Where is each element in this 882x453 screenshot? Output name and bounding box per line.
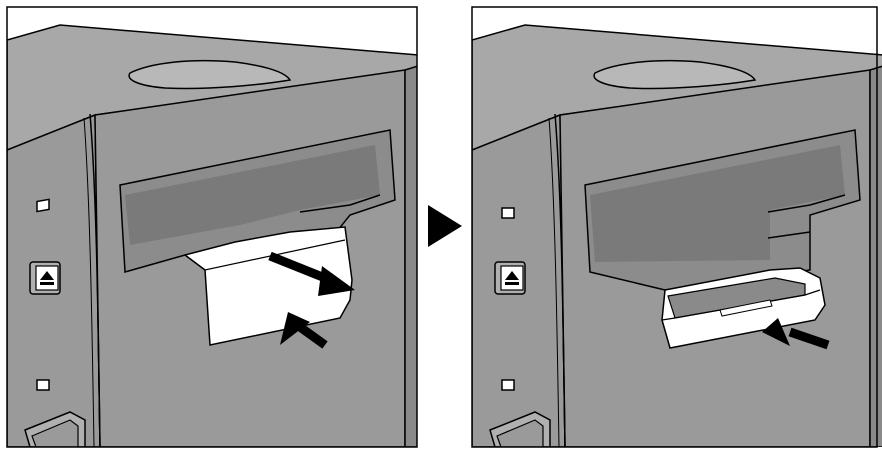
panel-border <box>6 6 418 448</box>
seam-line <box>89 113 101 447</box>
eject-button-icon <box>494 261 526 295</box>
led-indicator <box>501 379 515 391</box>
panel-before <box>6 6 418 448</box>
power-button-icon <box>24 411 86 447</box>
arrow-push-icon <box>280 312 328 349</box>
eject-button-icon <box>29 261 61 295</box>
led-indicator <box>36 379 50 391</box>
panel-after <box>471 6 882 448</box>
top-recess <box>593 59 757 90</box>
seam-line <box>554 113 566 447</box>
seam-line <box>548 117 560 447</box>
arrow-pull-icon <box>268 251 355 296</box>
panel-border <box>471 6 878 448</box>
play-triangle-arrow-icon <box>428 205 462 247</box>
open-tray <box>661 267 826 349</box>
top-recess <box>128 59 292 90</box>
arrow-push-icon <box>762 318 830 350</box>
tray-bed <box>667 277 806 319</box>
printer-right-edge <box>869 65 882 447</box>
led-indicator <box>501 207 515 219</box>
led-indicator <box>36 198 50 213</box>
slot-inner-shadow <box>590 145 845 262</box>
printer-right-edge <box>404 65 417 447</box>
slot-inner-shadow <box>125 145 380 245</box>
seam-line <box>83 117 95 447</box>
power-button-icon <box>489 411 551 447</box>
